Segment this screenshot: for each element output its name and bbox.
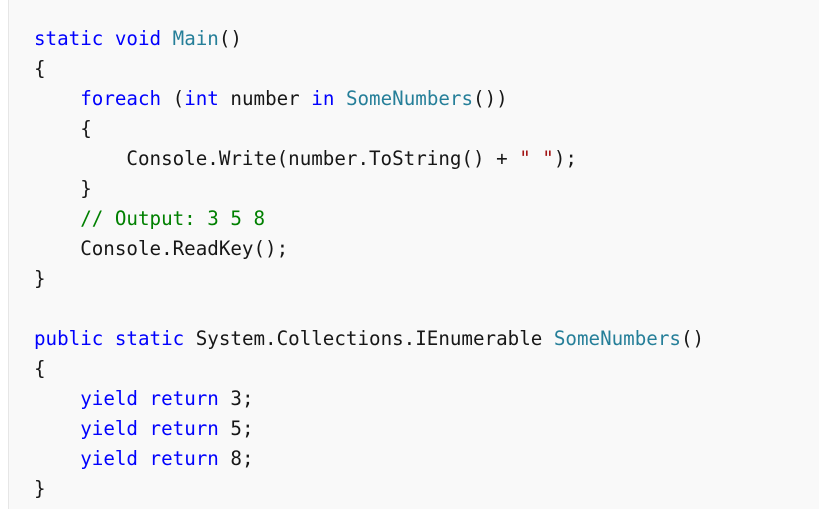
code-token: SomeNumbers (345, 87, 474, 110)
code-token: yield (80, 387, 138, 410)
code-token: Main (172, 27, 219, 50)
code-token: ( (161, 87, 185, 110)
code-token (138, 387, 150, 410)
code-token (103, 327, 115, 350)
code-token: () (680, 327, 705, 350)
code-token (138, 417, 150, 440)
code-line: public static System.Collections.IEnumer… (34, 324, 704, 354)
code-token: { (34, 117, 92, 140)
code-token (34, 87, 80, 110)
code-token: yield (80, 447, 138, 470)
code-line: { (34, 54, 704, 84)
code-token: int (184, 87, 219, 110)
code-token: number (218, 87, 312, 110)
code-token (138, 447, 150, 470)
code-token: Console.ReadKey(); (34, 237, 289, 260)
code-token: return (149, 417, 219, 440)
code-token: static (114, 327, 185, 350)
code-token: in (311, 87, 335, 110)
code-line: } (34, 474, 704, 504)
code-token: " " (519, 147, 554, 170)
code-token: public (34, 327, 104, 350)
code-token: () (218, 27, 242, 50)
code-token (334, 87, 346, 110)
code-token: } (34, 477, 46, 500)
code-token: System.Collections.IEnumerable (184, 327, 554, 350)
code-token: Console.Write(number.ToString() + (34, 147, 520, 170)
code-token: static (34, 27, 104, 50)
code-token: SomeNumbers (553, 327, 681, 350)
code-token: } (34, 177, 92, 200)
code-token (34, 387, 80, 410)
code-token (103, 27, 115, 50)
code-token: { (34, 357, 46, 380)
code-block: static void Main(){ foreach (int number … (34, 24, 704, 504)
code-token: ); (553, 147, 577, 170)
code-line: { (34, 354, 704, 384)
code-line: { (34, 114, 704, 144)
code-line: static void Main() (34, 24, 704, 54)
code-block-panel: static void Main(){ foreach (int number … (8, 0, 819, 509)
code-line: yield return 3; (34, 384, 704, 414)
code-token: return (149, 447, 219, 470)
code-token: foreach (80, 87, 162, 110)
code-token: } (34, 267, 46, 290)
code-token: { (34, 57, 46, 80)
code-line: // Output: 3 5 8 (34, 204, 704, 234)
code-token: 8; (218, 447, 254, 470)
code-line: yield return 8; (34, 444, 704, 474)
code-token: 3; (218, 387, 254, 410)
code-line: yield return 5; (34, 414, 704, 444)
code-line: Console.ReadKey(); (34, 234, 704, 264)
code-token: // Output: 3 5 8 (80, 207, 266, 230)
code-token: yield (80, 417, 138, 440)
code-token: void (114, 27, 162, 50)
code-line: Console.Write(number.ToString() + " "); (34, 144, 704, 174)
code-token (34, 417, 80, 440)
code-token: 5; (218, 417, 254, 440)
code-line: } (34, 264, 704, 294)
code-token (34, 447, 80, 470)
code-line: } (34, 174, 704, 204)
code-token (161, 27, 173, 50)
code-token (34, 207, 80, 230)
code-token: ()) (473, 87, 508, 110)
code-token: return (149, 387, 219, 410)
code-line: foreach (int number in SomeNumbers()) (34, 84, 704, 114)
code-line (34, 294, 704, 324)
